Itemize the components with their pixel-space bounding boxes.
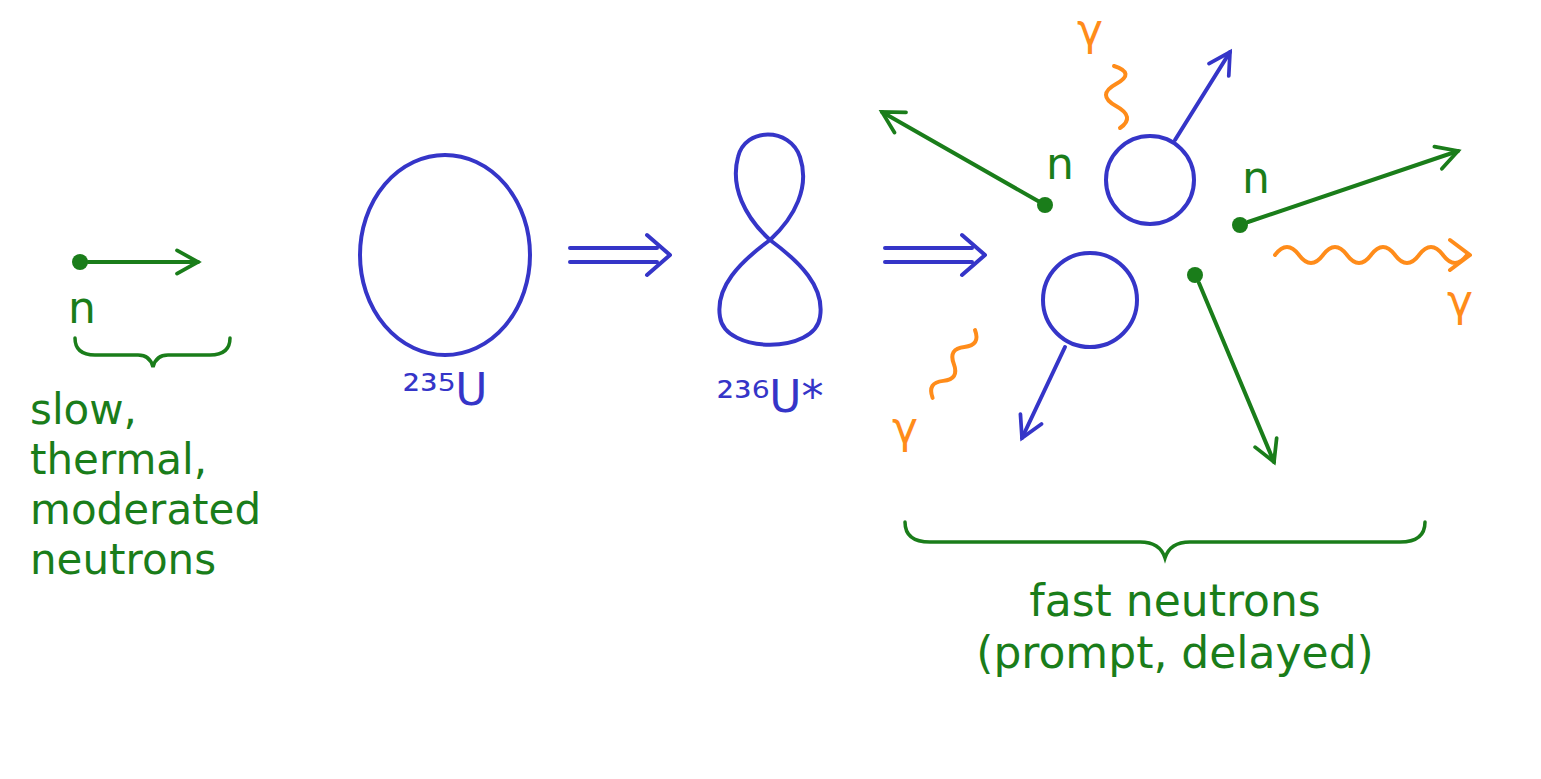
neutron-arrow (88, 260, 198, 264)
gamma-symbol: γ (1070, 4, 1110, 56)
neutron-dot (1187, 267, 1203, 283)
fission-fragment (1043, 253, 1137, 347)
gamma-ray (1275, 240, 1470, 270)
figure-eight-outline (719, 135, 820, 345)
brace (75, 338, 230, 367)
gamma-ray (1106, 66, 1127, 128)
neutron-arrow (1248, 151, 1458, 222)
neutron-label: n (1236, 152, 1276, 204)
gamma-ray (927, 327, 980, 402)
gamma-symbol: γ (1440, 275, 1480, 327)
neutron-label: n (1040, 138, 1080, 190)
note-text: slow, thermal, moderated neutrons (30, 385, 300, 585)
nucleus-circle: ²³⁵U (355, 150, 535, 416)
nuclide-label: ²³⁶U* (700, 371, 840, 423)
node-outline (355, 150, 535, 360)
neutron-dot (1232, 217, 1248, 233)
double-arrow (570, 235, 670, 275)
fission-fragment (1106, 136, 1194, 224)
gamma-symbol: γ (885, 402, 925, 454)
node-outline (700, 122, 840, 367)
neutron-dot (1037, 197, 1053, 213)
neutron-arrow (882, 112, 1038, 201)
double-arrow (885, 235, 985, 275)
compound-nucleus: ²³⁶U* (700, 122, 840, 423)
neutron-arrow (1199, 283, 1274, 462)
neutron-label: n (68, 282, 128, 334)
neutron-dot (72, 254, 88, 270)
fragment-arrow (1175, 52, 1230, 140)
circle-outline (360, 155, 530, 355)
note-text: fast neutrons (prompt, delayed) (935, 575, 1415, 679)
fragment-arrow (1022, 347, 1065, 438)
nuclide-label: ²³⁵U (355, 364, 535, 416)
brace (905, 522, 1425, 558)
